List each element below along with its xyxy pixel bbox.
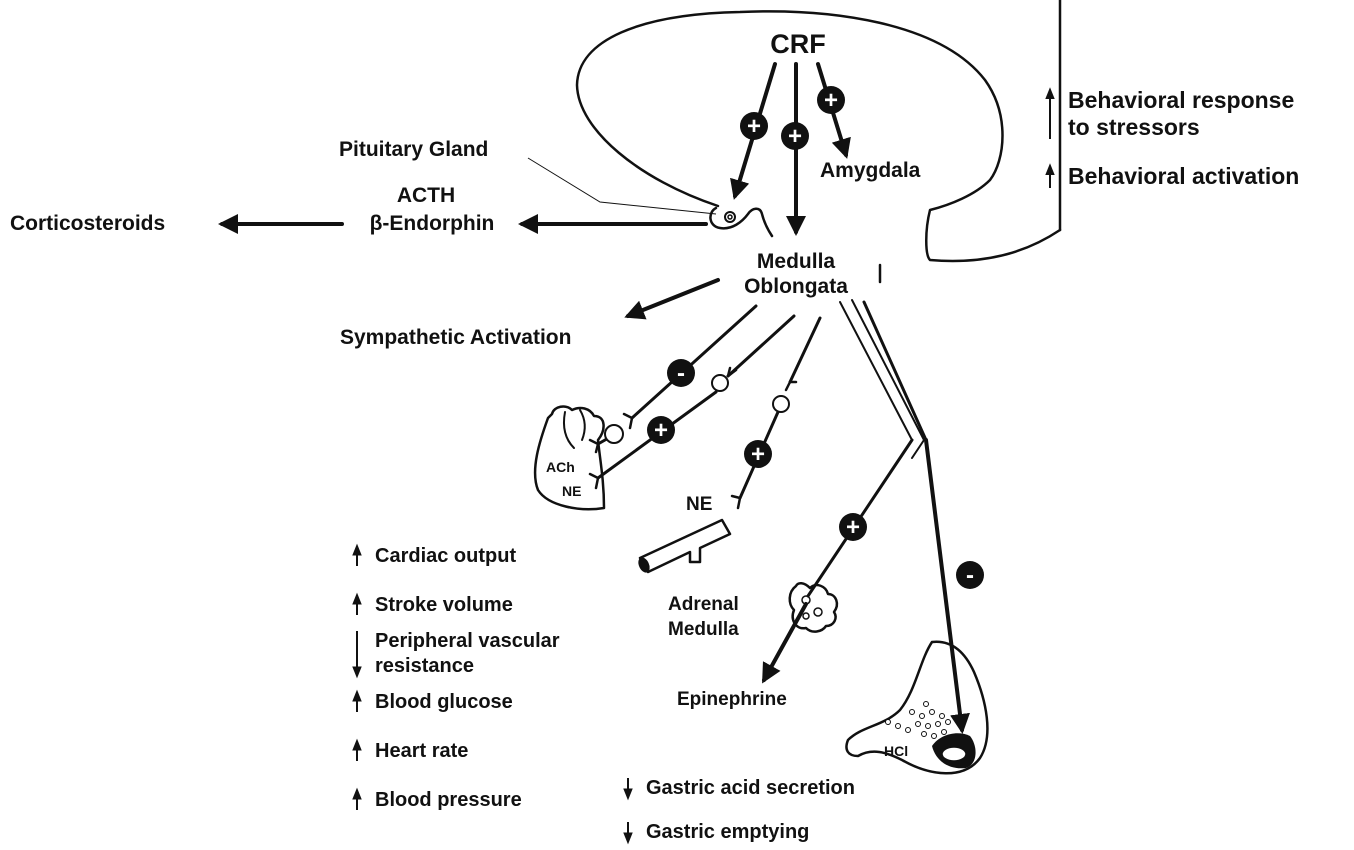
sympathetic-arrow xyxy=(628,280,718,316)
medulla-label-line2: Oblongata xyxy=(744,275,848,298)
plus-sign-text: + xyxy=(788,123,802,150)
pituitary-leader-line xyxy=(528,158,716,214)
plus-sign-badge: + xyxy=(647,416,675,444)
pituitary-gland-shape xyxy=(710,208,772,236)
crf-label: CRF xyxy=(770,29,826,59)
pituitary-gland-label: Pituitary Gland xyxy=(339,138,488,161)
nerve-to-stomach xyxy=(864,302,962,730)
cardiovascular-effect-text: Cardiac output xyxy=(375,545,516,567)
nerve-to-adrenal xyxy=(764,300,924,680)
amygdala-label: Amygdala xyxy=(820,159,921,182)
cardiovascular-effect-text: Blood pressure xyxy=(375,789,522,811)
behavioral-effect-item: Behavioral activation xyxy=(1050,163,1299,189)
cardiovascular-effect-item: Stroke volume xyxy=(357,594,513,616)
cardiovascular-effect-item: Peripheral vascular resistance xyxy=(357,630,560,677)
plus-sign-badge: + xyxy=(817,86,845,114)
plus-sign-text: + xyxy=(751,441,765,468)
adrenal-label-line2: Medulla xyxy=(668,619,739,640)
gastric-effect-text: Gastric emptying xyxy=(646,821,809,843)
synapse-circles xyxy=(605,375,789,443)
stomach-drawing xyxy=(846,642,987,774)
gastric-effect-item: Gastric acid secretion xyxy=(628,777,855,799)
behavioral-effect-text: Behavioral activation xyxy=(1068,163,1299,189)
ach-label: ACh xyxy=(546,459,575,475)
cardiovascular-effect-text: Stroke volume xyxy=(375,594,513,616)
minus-sign-badge: - xyxy=(667,359,695,387)
plus-sign-text: + xyxy=(824,87,838,114)
cardiovascular-effect-item: Cardiac output xyxy=(357,545,516,567)
blood-vessel-drawing xyxy=(636,520,730,574)
cardiovascular-effect-item: Blood glucose xyxy=(357,691,513,713)
nerve-to-vessel xyxy=(732,318,820,508)
minus-sign-text: - xyxy=(677,360,685,387)
acth-label: ACTH xyxy=(397,184,455,207)
cardiovascular-effect-item: Heart rate xyxy=(357,740,468,762)
medulla-label-line1: Medulla xyxy=(757,250,835,273)
minus-sign-text: - xyxy=(966,562,974,589)
hcl-label: HCl xyxy=(884,743,908,759)
plus-sign-badge: + xyxy=(781,122,809,150)
epinephrine-label: Epinephrine xyxy=(677,689,787,710)
cardiovascular-effect-text: resistance xyxy=(375,655,474,677)
minus-sign-badge: - xyxy=(956,561,984,589)
plus-sign-badge: + xyxy=(740,112,768,140)
gastric-effect-text: Gastric acid secretion xyxy=(646,777,855,799)
cardiovascular-effect-text: Blood glucose xyxy=(375,691,513,713)
corticosteroids-label: Corticosteroids xyxy=(10,212,165,235)
adrenal-label-line1: Adrenal xyxy=(668,594,739,615)
gastric-effect-item: Gastric emptying xyxy=(628,821,809,843)
sympathetic-activation-label: Sympathetic Activation xyxy=(340,326,571,349)
plus-sign-badge: + xyxy=(744,440,772,468)
behavioral-effect-text: to stressors xyxy=(1068,114,1200,140)
ne-vessel-label: NE xyxy=(686,494,712,515)
cardiovascular-effect-text: Heart rate xyxy=(375,740,468,762)
ne-heart-label: NE xyxy=(562,483,581,499)
behavioral-effect-text: Behavioral response xyxy=(1068,87,1294,113)
plus-sign-text: + xyxy=(846,514,860,541)
cardiovascular-effect-text: Peripheral vascular xyxy=(375,630,560,652)
cardiovascular-effect-item: Blood pressure xyxy=(357,789,522,811)
plus-sign-text: + xyxy=(654,417,668,444)
plus-sign-text: + xyxy=(747,113,761,140)
plus-sign-badge: + xyxy=(839,513,867,541)
beta-endorphin-label: β-Endorphin xyxy=(370,212,495,235)
